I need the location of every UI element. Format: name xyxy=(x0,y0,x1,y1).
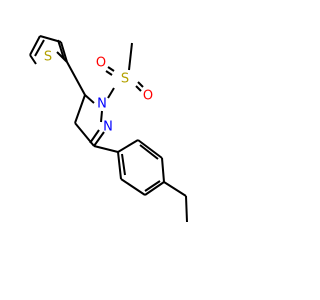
bond-c5-n1 xyxy=(84,94,95,104)
bond-phenyl-c1-c2 xyxy=(117,139,139,153)
bond-phenyl-c4-c5 xyxy=(144,181,165,196)
bond-n1-n2 xyxy=(100,110,103,123)
sulfonyl-oxygen-bottom-label: O xyxy=(143,89,153,104)
molecule-canvas: S S O O N N xyxy=(29,35,188,223)
atom-labels: S S O O N N xyxy=(44,50,153,135)
bond-phenyl-c4-c5-inner xyxy=(144,180,161,192)
bond-phenyl-c2-c3-inner xyxy=(139,144,159,160)
bond-thiophene-pyrazoline xyxy=(66,61,86,96)
thiophene-sulfur-label: S xyxy=(44,50,52,65)
sulfonyl-sulfur-label: S xyxy=(121,72,129,87)
bond-phenyl-c3-c4 xyxy=(161,157,165,183)
bonds xyxy=(29,35,188,223)
structure-diagram: S S O O N N xyxy=(29,35,188,223)
bond-sulfonyl-s-o-top-b xyxy=(105,70,113,76)
bond-n2-c3 xyxy=(93,131,105,147)
bond-thiophene-c4-c5-inner xyxy=(34,39,45,57)
bond-sulfonyl-s-methyl xyxy=(128,42,133,71)
sulfonyl-oxygen-top-label: O xyxy=(96,56,106,71)
bond-phenyl-c5-c6 xyxy=(120,178,146,196)
bond-phenyl-ethyl xyxy=(163,181,187,197)
bond-thiophene-c3-c4 xyxy=(39,35,62,43)
bond-c3-c4 xyxy=(74,122,95,147)
bond-thiophene-c2-c3-inner xyxy=(57,39,65,60)
bond-n1-sulfonyl-s xyxy=(107,87,115,99)
bond-thiophene-c2-c3 xyxy=(60,41,68,63)
bond-c3-phenyl xyxy=(93,145,119,153)
bond-thiophene-c4-c5 xyxy=(29,35,41,56)
bond-n2-c3-inner xyxy=(89,129,100,144)
bond-ethyl-ch2-ch3 xyxy=(185,195,188,223)
bond-phenyl-c6-c1 xyxy=(117,151,122,180)
pyrazoline-n2-label: N xyxy=(103,120,113,135)
bond-phenyl-c2-c3 xyxy=(137,139,163,159)
pyrazoline-n1-label: N xyxy=(97,97,107,112)
bond-sulfonyl-s-o-top-a xyxy=(107,66,115,72)
bond-sulfonyl-s-o-bottom-a xyxy=(135,85,142,92)
bond-thiophene-s-c2 xyxy=(56,51,68,63)
bond-thiophene-c5-s xyxy=(29,54,37,65)
bond-phenyl-c6-c1-inner xyxy=(121,153,126,176)
bond-c4-c5 xyxy=(74,94,86,124)
bond-sulfonyl-s-o-bottom-b xyxy=(137,81,144,88)
